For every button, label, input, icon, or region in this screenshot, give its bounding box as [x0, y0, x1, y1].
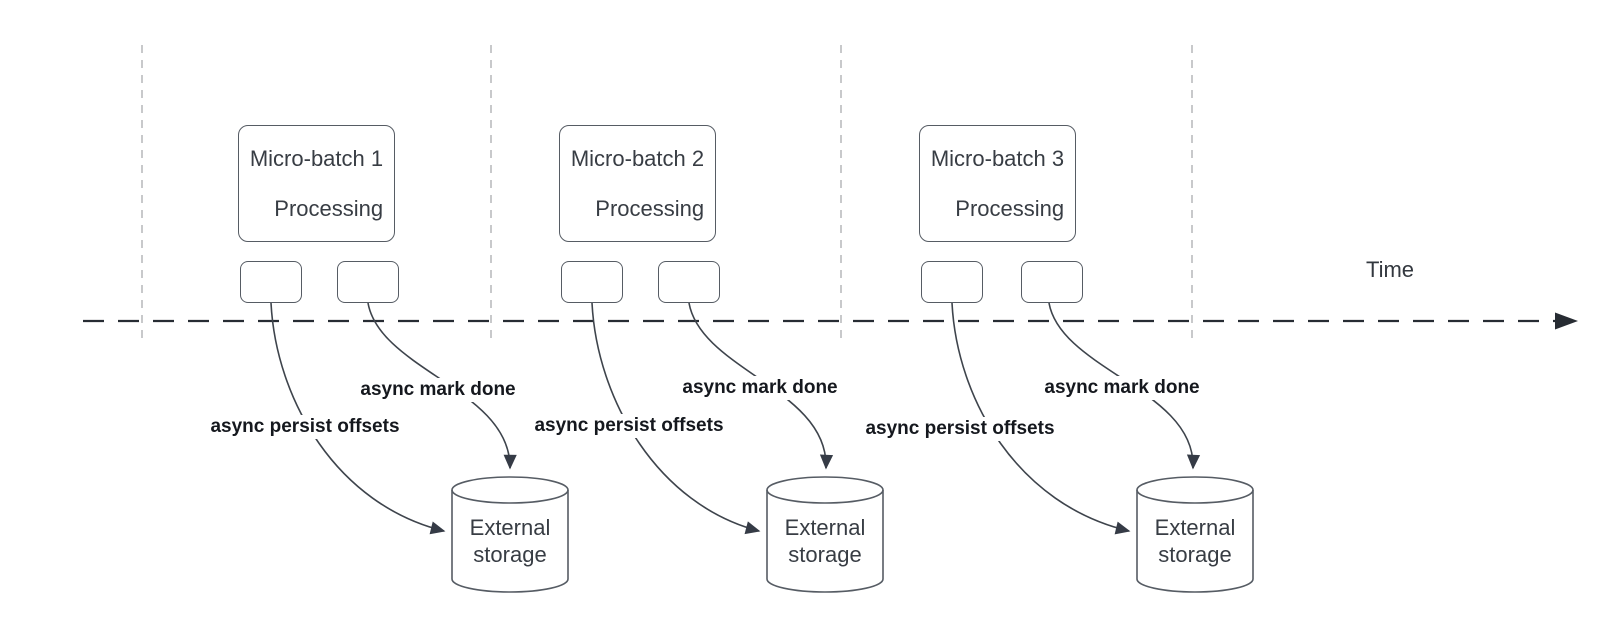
mark-done-label-1: async mark done: [357, 378, 519, 402]
micro-batch-2-box: Micro-batch 2 Processing: [559, 125, 716, 242]
mark-done-task-box-3: [1021, 261, 1083, 303]
external-storage-label-1: External storage: [469, 515, 551, 567]
micro-batch-3-box: Micro-batch 3 Processing: [919, 125, 1076, 242]
mark-done-label-2: async mark done: [679, 376, 841, 400]
external-storage-cylinder-1: [451, 476, 569, 593]
mark-done-task-box-1: [337, 261, 399, 303]
persist-offsets-arrow-3: [951, 302, 1131, 535]
persist-offsets-arrow-1: [270, 302, 446, 535]
persist-offsets-task-box-2: [561, 261, 623, 303]
micro-batch-3-title-line1: Micro-batch 3: [930, 146, 1065, 171]
external-storage-label-3: External storage: [1154, 515, 1236, 567]
micro-batch-2-title-line2: Processing: [595, 196, 705, 221]
persist-offsets-task-box-1: [240, 261, 302, 303]
persist-offsets-label-1: async persist offsets: [207, 415, 403, 439]
mark-done-label-3: async mark done: [1041, 376, 1203, 400]
micro-batch-1-box: Micro-batch 1 Processing: [238, 125, 395, 242]
persist-offsets-arrow-2: [591, 302, 761, 535]
external-storage-cylinder-2: [766, 476, 884, 593]
persist-offsets-label-3: async persist offsets: [862, 417, 1058, 441]
micro-batch-2-title-line1: Micro-batch 2: [570, 146, 705, 171]
persist-offsets-label-2: async persist offsets: [531, 414, 727, 438]
micro-batch-1-title-line2: Processing: [274, 196, 384, 221]
mark-done-task-box-2: [658, 261, 720, 303]
micro-batch-3-title-line2: Processing: [955, 196, 1065, 221]
timeline-arrowhead-icon: [1555, 312, 1578, 330]
persist-offsets-task-box-3: [921, 261, 983, 303]
external-storage-cylinder-3: [1136, 476, 1254, 593]
micro-batch-1-title-line1: Micro-batch 1: [249, 146, 384, 171]
time-axis-label: Time: [1365, 257, 1415, 282]
external-storage-label-2: External storage: [784, 515, 866, 567]
